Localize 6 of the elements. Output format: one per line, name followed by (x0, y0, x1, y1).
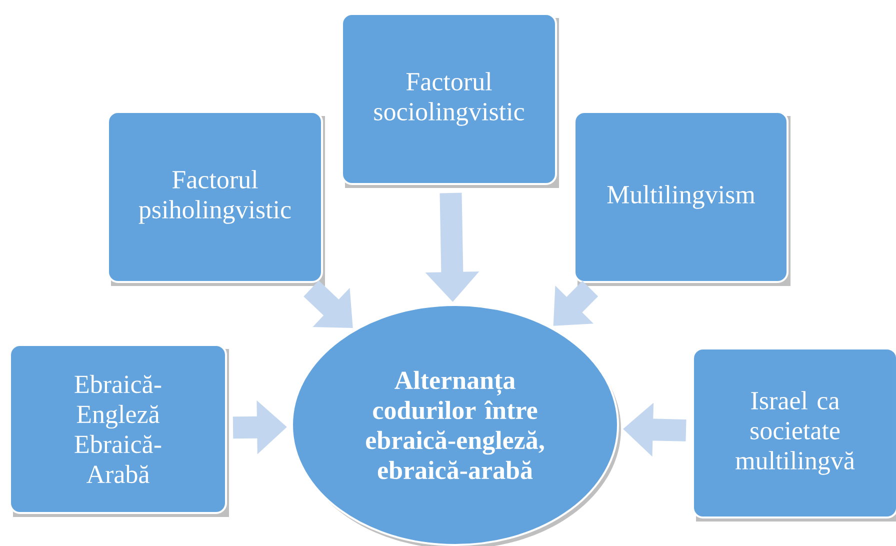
factor-box: Ebraică-Engleză Ebraică-Arabă (9, 344, 229, 517)
factor-box: Multilingvism (574, 111, 791, 286)
block-arrow (304, 280, 353, 328)
factor-box: Factorul psiholingvistic (107, 111, 325, 286)
factor-box: Israel ca societate multilingvă (692, 348, 896, 522)
factor-box: Factorul sociolingvistic (341, 13, 559, 188)
